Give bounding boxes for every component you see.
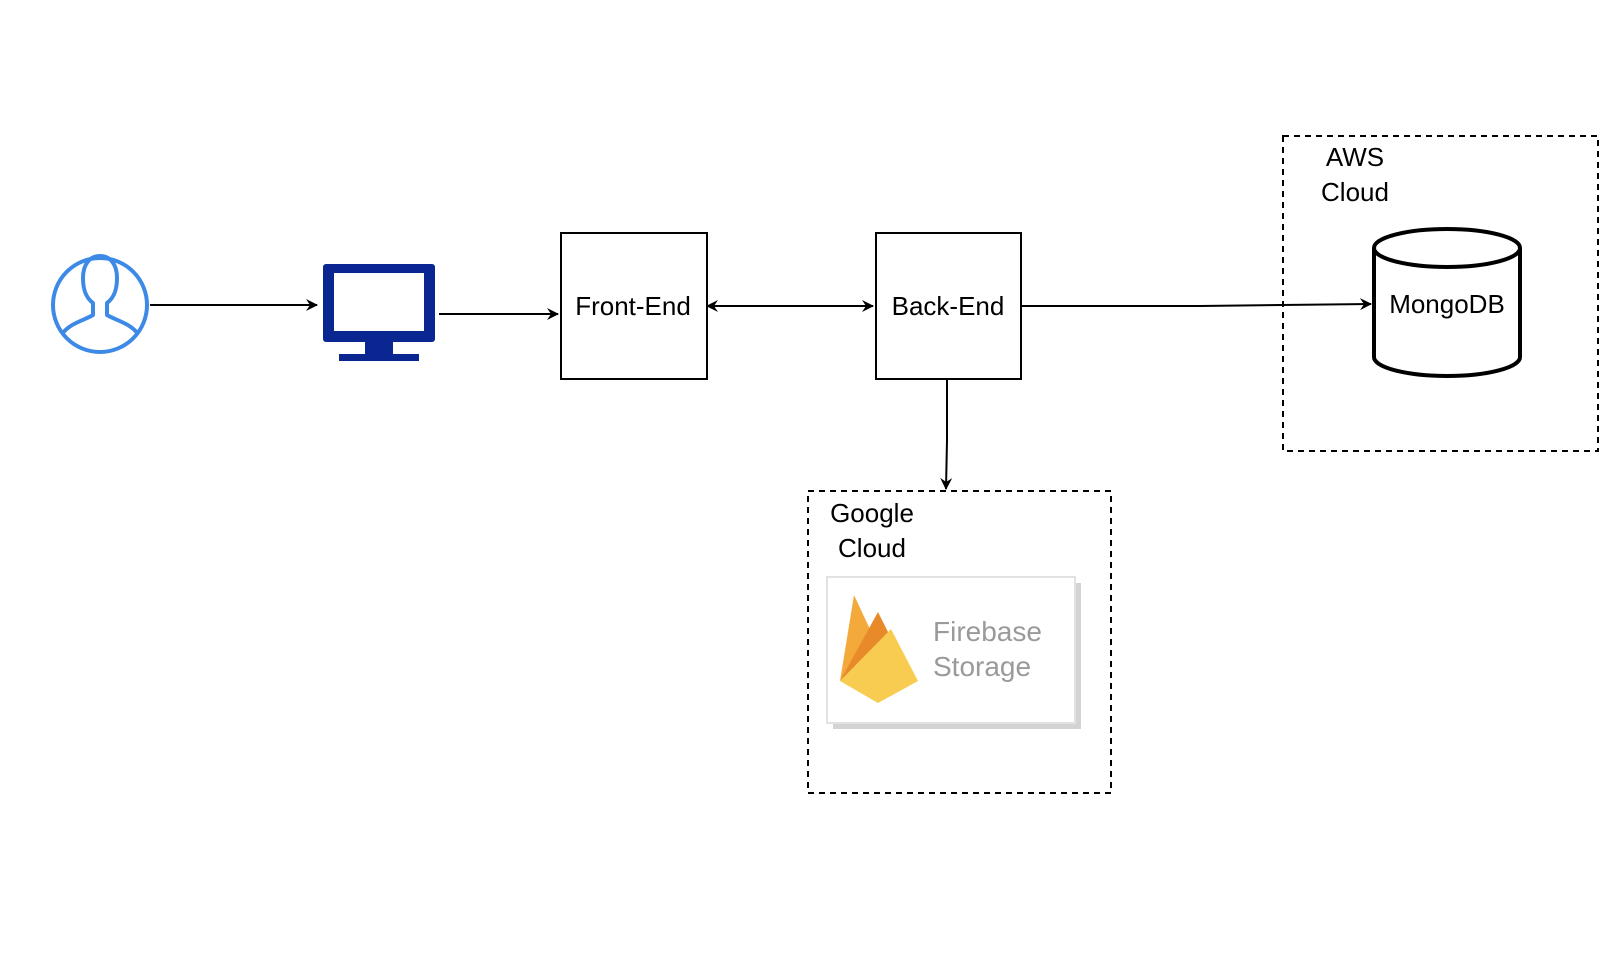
firebase-label-line1: Firebase <box>933 616 1042 647</box>
front-end-label: Front-End <box>575 291 691 321</box>
edge-back-end-to-mongodb[interactable] <box>1020 298 1372 311</box>
front-end-node[interactable]: Front-End <box>560 232 708 380</box>
mongodb-label: MongoDB <box>1389 289 1505 319</box>
google-cloud-label-line1: Google <box>830 498 914 528</box>
edges <box>150 298 1372 490</box>
aws-cloud-container[interactable]: AWS Cloud <box>1282 135 1599 452</box>
mongodb-node[interactable]: MongoDB <box>1372 227 1522 378</box>
firebase-storage-node[interactable]: Firebase Storage <box>826 576 1081 729</box>
database-cylinder-icon <box>1372 227 1522 378</box>
google-cloud-container[interactable]: Google Cloud <box>807 490 1112 794</box>
firebase-label-line2: Storage <box>933 651 1031 682</box>
edge-back-end-to-firebase[interactable] <box>940 379 953 490</box>
firebase-flame-icon <box>840 595 918 703</box>
user-node[interactable] <box>51 254 149 354</box>
desktop-monitor-icon <box>323 264 435 361</box>
computer-node[interactable] <box>323 264 435 361</box>
aws-cloud-label-line1: AWS <box>1326 142 1384 172</box>
back-end-label: Back-End <box>892 291 1005 321</box>
user-circle-icon <box>51 254 149 354</box>
google-cloud-label-line2: Cloud <box>838 533 906 563</box>
back-end-node[interactable]: Back-End <box>875 232 1022 380</box>
aws-cloud-label-line2: Cloud <box>1321 177 1389 207</box>
